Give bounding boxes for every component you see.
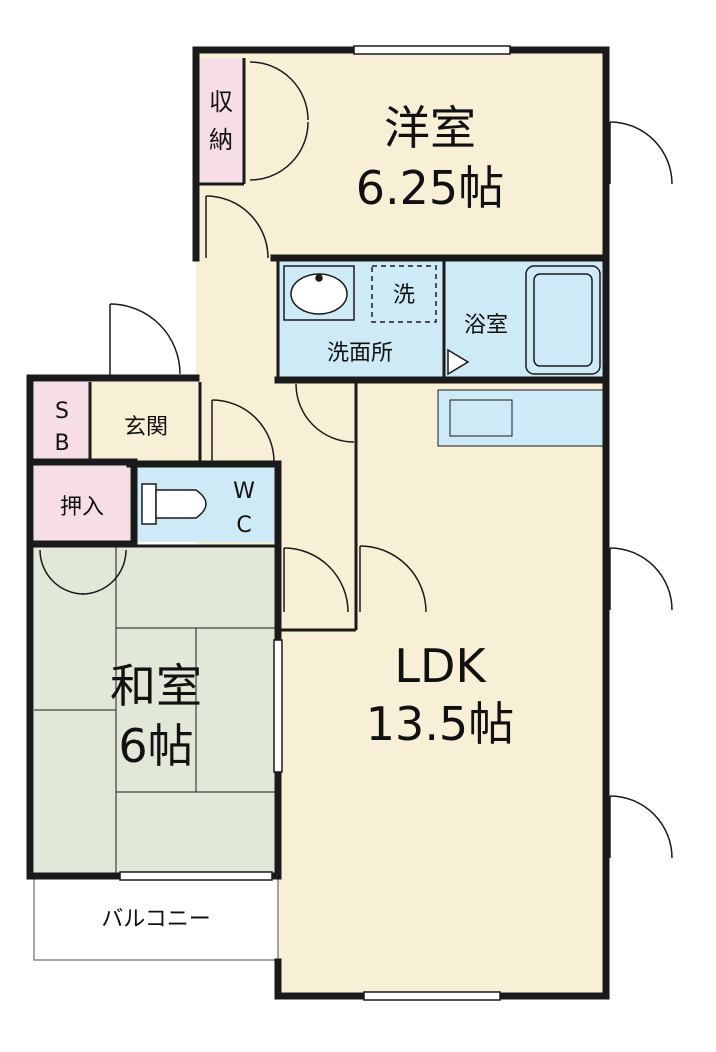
western-room-floor xyxy=(196,50,606,258)
balcony-area xyxy=(33,875,279,961)
ldk-size: 13.5帖 xyxy=(366,697,514,751)
japanese-room-size: 6帖 xyxy=(118,719,193,773)
washroom-label: 洗面所 xyxy=(327,341,393,366)
storage-label-top: 収 xyxy=(209,88,233,116)
windows xyxy=(119,45,511,1001)
ldk-name: LDK xyxy=(394,639,487,693)
storage-label-bottom: 納 xyxy=(209,126,233,154)
bath-step-triangle xyxy=(447,348,470,376)
western-room-name: 洋室 xyxy=(384,101,476,155)
wc-label-top: W xyxy=(233,479,255,504)
bathtub xyxy=(525,265,601,375)
closet-floor xyxy=(34,464,130,544)
western-room-size: 6.25帖 xyxy=(356,161,504,215)
tatami-lines xyxy=(34,546,278,876)
kitchen-counter xyxy=(437,389,605,447)
japanese-room-floor xyxy=(34,546,278,876)
sb-floor xyxy=(34,382,90,462)
entrance-floor xyxy=(90,382,202,462)
wc-label-bottom: C xyxy=(236,513,251,538)
entrance-label: 玄関 xyxy=(124,415,168,440)
japanese-room-name: 和室 xyxy=(110,659,202,713)
storage-floor xyxy=(198,58,244,184)
kitchen-sink xyxy=(449,399,513,437)
wash-basin xyxy=(283,265,355,321)
closet-label: 押入 xyxy=(60,495,104,520)
sb-label-top: S xyxy=(55,399,69,424)
thin-walls xyxy=(34,58,446,632)
washer-space xyxy=(371,265,437,323)
balcony-label: バルコニー xyxy=(101,907,211,932)
toilet xyxy=(141,483,207,525)
doors xyxy=(39,61,673,859)
ldk-floor xyxy=(278,382,606,996)
washer-label: 洗 xyxy=(393,283,415,308)
sb-label-bottom: B xyxy=(54,431,69,456)
bath-label: 浴室 xyxy=(464,313,508,338)
